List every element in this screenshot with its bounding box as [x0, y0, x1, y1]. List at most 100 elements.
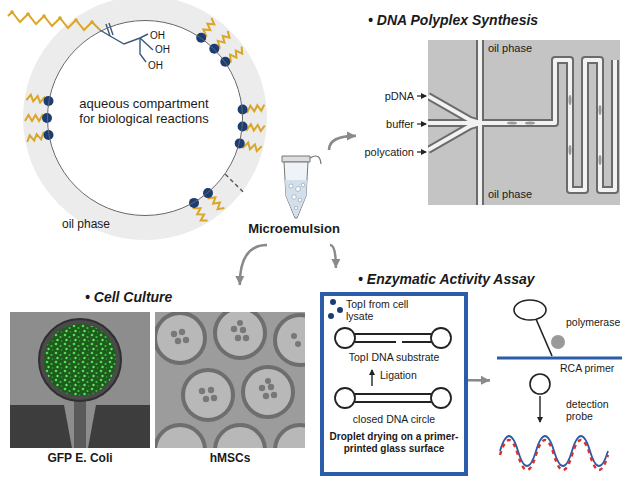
microfluidic-chip-photo	[507, 95, 602, 165]
rca-illustration	[539, 396, 540, 422]
dna-dumbbells	[355, 334, 431, 342]
microemulsion-tube	[285, 180, 307, 217]
oil-halo	[23, 0, 267, 240]
hmsc-micrograph	[175, 338, 181, 344]
hmsc-micrograph	[259, 385, 265, 391]
microemulsion-tube	[298, 198, 302, 202]
flow-arrow	[235, 245, 267, 285]
droplet-interior	[47, 20, 243, 216]
microfluidic-chip-photo	[569, 95, 572, 105]
tris-headgroup	[106, 23, 113, 36]
inlet-label: polycation	[356, 146, 414, 159]
compartment-text: aqueous compartment for biological react…	[72, 97, 216, 127]
enzymatic-assay-panel: • Enzymatic Activity AssayTopI from cell…	[318, 268, 627, 484]
step-label: TopI from cell lysate	[346, 298, 426, 322]
tail-atoms	[26, 12, 30, 16]
hmsc-micrograph	[240, 327, 246, 333]
inlet-label: buffer	[356, 118, 414, 131]
topi-enzymes	[328, 299, 343, 319]
dna-dumbbells	[431, 328, 451, 348]
tris-headgroup	[100, 30, 140, 44]
hmsc-micrograph	[155, 425, 205, 448]
gfp-micrograph	[10, 312, 150, 448]
microemulsion-tube	[282, 156, 321, 218]
panel-title: • DNA Polyplex Synthesis	[368, 12, 538, 28]
tail-atoms	[74, 18, 78, 22]
microemulsion-tube	[310, 156, 321, 164]
droplet-interior	[47, 20, 243, 216]
hmsc-micrograph	[203, 396, 209, 402]
microfluidic-chip-photo	[428, 40, 615, 205]
image-caption: hMSCs	[155, 452, 305, 466]
part-label: polymerase	[566, 316, 620, 328]
tail-atoms	[58, 16, 62, 20]
arrow-head	[235, 276, 244, 285]
rca-illustration	[500, 440, 608, 470]
hmsc-micrograph	[268, 384, 274, 390]
microemulsion-tube	[292, 195, 296, 199]
inlet-label: oil phase	[488, 188, 532, 201]
dashed-connector	[225, 174, 244, 193]
tris-tail	[8, 12, 100, 30]
oil-halo	[23, 0, 267, 240]
flow-arrow	[468, 376, 490, 385]
hmsc-micrograph	[235, 335, 241, 341]
microemulsion-tube	[284, 162, 308, 218]
hmsc-micrograph	[183, 370, 233, 420]
hmsc-micrograph	[231, 326, 237, 332]
tris-tail	[8, 12, 100, 30]
topi-enzymes	[328, 313, 334, 319]
microfluidic-chip-photo	[428, 40, 615, 205]
microfluidic-chip-photo	[428, 40, 615, 205]
tris-headgroup	[140, 38, 146, 62]
step-label: closed DNA circle	[324, 413, 464, 425]
microemulsion-tube	[289, 184, 293, 188]
microfluidic-chip-photo	[569, 145, 572, 155]
tris-headgroup	[140, 34, 148, 38]
cell-culture-panel: • Cell CultureGFP E. ColihMSCs	[5, 285, 310, 480]
ligation-arrow	[371, 370, 372, 386]
hmsc-micrograph	[265, 378, 271, 384]
dna-dumbbells	[335, 328, 355, 348]
tail-atoms	[10, 10, 14, 14]
rca-illustration	[497, 357, 622, 360]
connector-line	[225, 174, 244, 193]
arrow-head	[331, 259, 340, 268]
connector-line	[240, 245, 267, 285]
hmsc-micrograph	[275, 425, 305, 448]
arrow-head	[481, 376, 490, 385]
connector-line	[329, 136, 356, 150]
hmsc-micrograph	[179, 329, 185, 335]
flow-arrow	[330, 245, 340, 268]
rca-illustration	[530, 374, 550, 394]
hmsc-micrograph	[215, 425, 265, 448]
microfluidic-chip-photo	[428, 40, 620, 205]
step-label: Ligation	[380, 369, 417, 381]
tail-atoms	[42, 14, 46, 18]
hmsc-micrograph	[171, 331, 177, 337]
surfactant-chains	[209, 44, 219, 54]
rca-illustration	[536, 319, 552, 356]
gfp-micrograph	[10, 405, 72, 448]
inlet-arrows	[417, 151, 426, 152]
rca-illustration	[551, 335, 565, 349]
droplet-assay-box: TopI from cell lysateTopI DNA substrateL…	[320, 292, 468, 476]
droplet-circle: aqueous compartment for biological react…	[47, 20, 243, 216]
dna-dumbbells	[335, 328, 451, 408]
dna-dumbbells	[431, 388, 451, 408]
chem-group: OH	[150, 30, 165, 42]
hmsc-micrograph	[211, 395, 217, 401]
surfactant-chains	[203, 188, 213, 198]
surfactant-chains	[44, 96, 54, 106]
panel-title: • Enzymatic Activity Assay	[358, 271, 535, 287]
step-label: TopI DNA substrate	[324, 351, 464, 363]
surfactant-chains	[25, 18, 265, 220]
hmsc-micrograph	[291, 333, 297, 339]
box-caption: Droplet drying on a primer-printed glass…	[326, 431, 462, 454]
microfluidic-chip-photo	[599, 105, 602, 115]
microfluidic-chip-photo	[507, 122, 517, 125]
part-label: RCA primer	[560, 362, 614, 374]
hmsc-micrograph	[275, 315, 305, 365]
